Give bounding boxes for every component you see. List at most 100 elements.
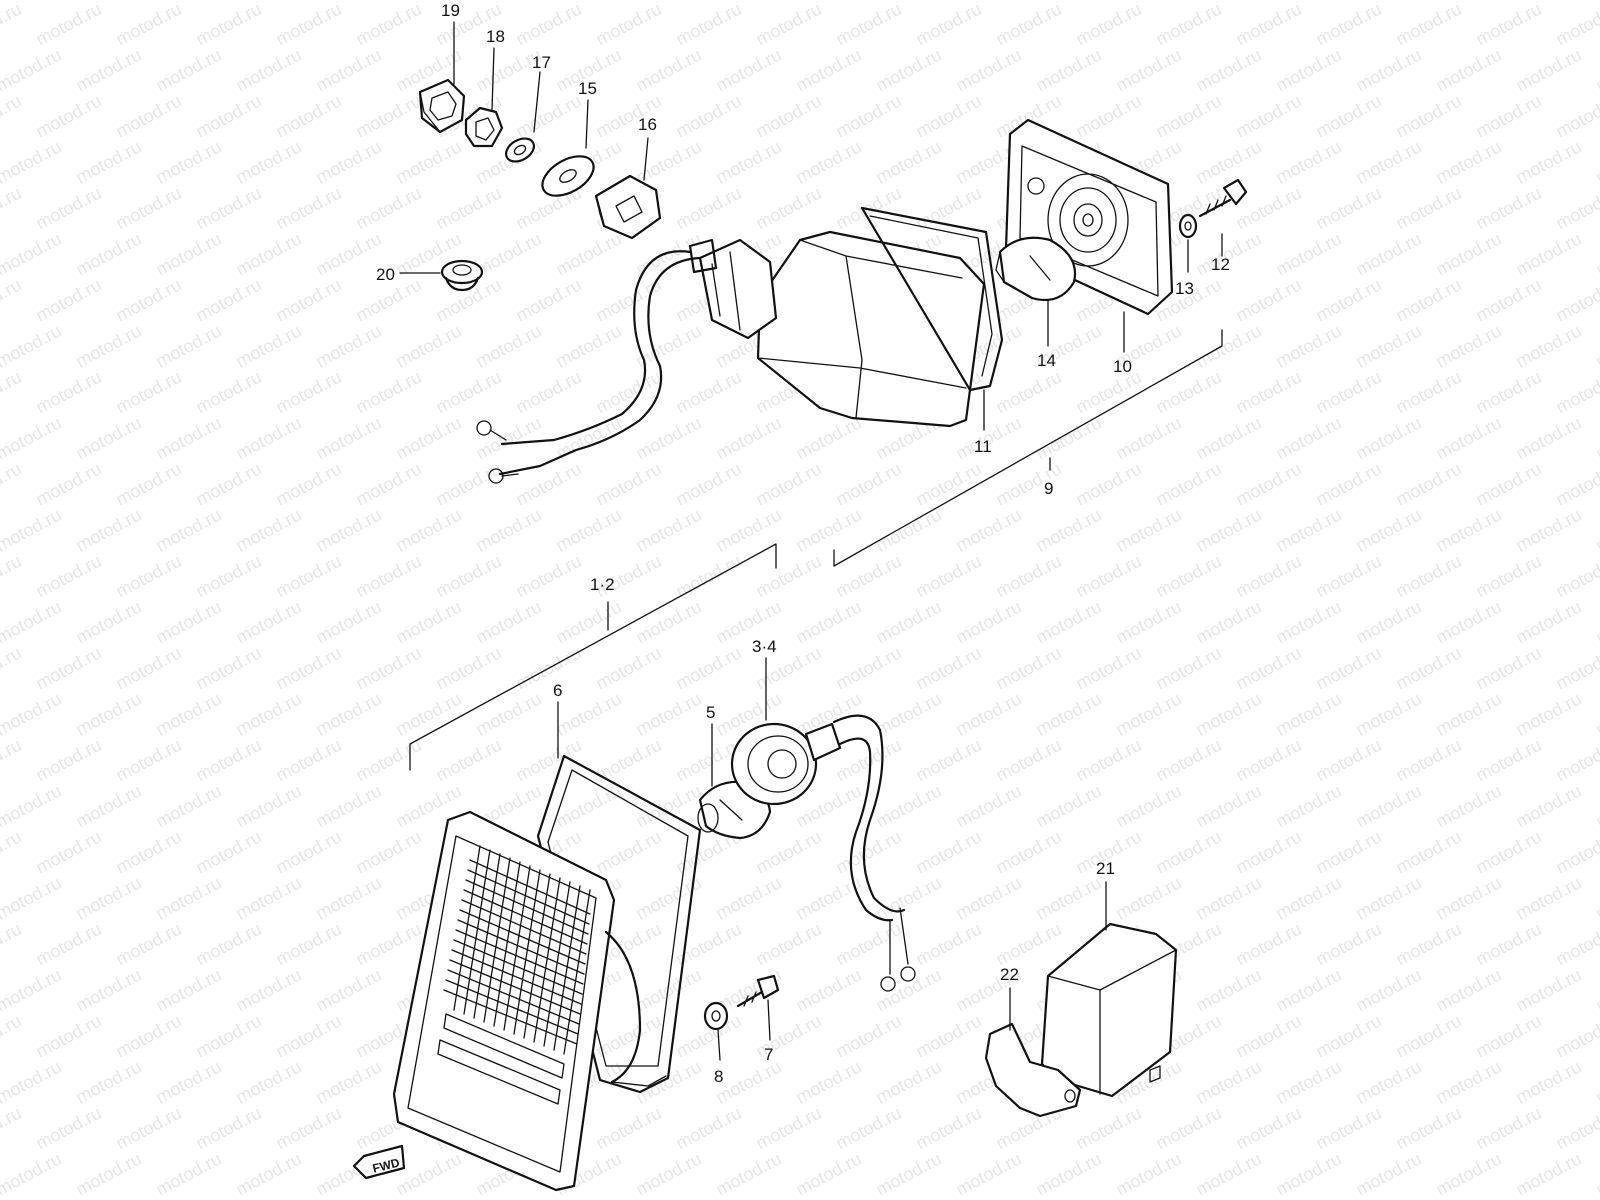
watermark-text: motod.ru — [592, 0, 664, 50]
label-7: 7 — [764, 1045, 773, 1064]
watermark-text: motod.ru — [232, 689, 304, 740]
watermark-text: motod.ru — [1512, 0, 1584, 4]
watermark-text: motod.ru — [1112, 781, 1184, 832]
watermark-text: motod.ru — [72, 873, 144, 924]
watermark-text: motod.ru — [712, 0, 784, 4]
watermark-text: motod.ru — [1432, 0, 1504, 4]
watermark-text: motod.ru — [1352, 45, 1424, 96]
watermark-text: motod.ru — [1552, 367, 1600, 418]
watermark-text: motod.ru — [1472, 1011, 1544, 1062]
hatch-line — [523, 873, 551, 1039]
watermark-text: motod.ru — [1352, 1057, 1424, 1108]
watermark-text: motod.ru — [1392, 367, 1464, 418]
watermark-text: motod.ru — [272, 735, 344, 786]
watermark-text: motod.ru — [952, 1149, 1024, 1200]
watermark-text: motod.ru — [0, 689, 65, 740]
watermark-text: motod.ru — [0, 229, 65, 280]
watermark-text: motod.ru — [1312, 459, 1384, 510]
watermark-text: motod.ru — [1352, 965, 1424, 1016]
watermark-text: motod.ru — [432, 735, 504, 786]
watermark-text: motod.ru — [152, 1149, 224, 1200]
watermark-text: motod.ru — [1192, 1057, 1264, 1108]
watermark-text: motod.ru — [152, 45, 224, 96]
watermark-text: motod.ru — [272, 0, 344, 50]
watermark-text: motod.ru — [1512, 413, 1584, 464]
watermark-text: motod.ru — [1392, 643, 1464, 694]
watermark-text: motod.ru — [752, 1103, 824, 1154]
label-19: 19 — [441, 1, 460, 20]
watermark-text: motod.ru — [472, 0, 544, 4]
watermark-text: motod.ru — [32, 551, 104, 602]
watermark-text: motod.ru — [1192, 965, 1264, 1016]
watermark-text: motod.ru — [832, 1103, 904, 1154]
label-11: 11 — [974, 437, 992, 456]
watermark-text: motod.ru — [72, 229, 144, 280]
watermark-text: motod.ru — [1032, 689, 1104, 740]
watermark-text: motod.ru — [192, 643, 264, 694]
watermark-text: motod.ru — [1352, 597, 1424, 648]
part-labels: 19 18 17 15 16 20 12 13 14 10 11 9 1·2 3… — [376, 1, 1230, 1086]
watermark-text: motod.ru — [112, 367, 184, 418]
watermark-text: motod.ru — [1312, 367, 1384, 418]
watermark-text: motod.ru — [872, 1149, 944, 1200]
watermark-text: motod.ru — [352, 643, 424, 694]
watermark-text: motod.ru — [712, 1149, 784, 1200]
watermark-text: motod.ru — [232, 965, 304, 1016]
watermark-text: motod.ru — [1192, 1149, 1264, 1200]
watermark-text: motod.ru — [1352, 413, 1424, 464]
watermark-text: motod.ru — [792, 1057, 864, 1108]
part-1-2-lens — [392, 810, 667, 1192]
label-9: 9 — [1044, 479, 1053, 498]
watermark-text: motod.ru — [1072, 735, 1144, 786]
watermark-text: motod.ru — [1592, 873, 1600, 924]
watermark-text: motod.ru — [192, 275, 264, 326]
watermark-text: motod.ru — [592, 1103, 664, 1154]
watermark-text: motod.ru — [1272, 321, 1344, 372]
watermark-text: motod.ru — [592, 275, 664, 326]
watermark-text: motod.ru — [1112, 0, 1184, 4]
watermark-text: motod.ru — [1392, 735, 1464, 786]
watermark-text: motod.ru — [952, 0, 1024, 4]
watermark-text: motod.ru — [1512, 321, 1584, 372]
watermark-text: motod.ru — [72, 965, 144, 1016]
watermark-text: motod.ru — [1592, 229, 1600, 280]
watermark-text: motod.ru — [72, 45, 144, 96]
watermark-text: motod.ru — [112, 1103, 184, 1154]
watermark-text: motod.ru — [872, 689, 944, 740]
watermark-text: motod.ru — [792, 413, 864, 464]
watermark-text: motod.ru — [1592, 1149, 1600, 1200]
watermark-text: motod.ru — [952, 45, 1024, 96]
watermark-text: motod.ru — [312, 689, 384, 740]
watermark-text: motod.ru — [1192, 321, 1264, 372]
watermark-text: motod.ru — [912, 1103, 984, 1154]
watermark-text: motod.ru — [512, 551, 584, 602]
watermark-text: motod.ru — [1112, 873, 1184, 924]
watermark-text: motod.ru — [1512, 597, 1584, 648]
watermark-text: motod.ru — [992, 735, 1064, 786]
watermark-text: motod.ru — [1032, 505, 1104, 556]
watermark-text: motod.ru — [1312, 183, 1384, 234]
watermark-text: motod.ru — [1392, 1011, 1464, 1062]
watermark-text: motod.ru — [872, 45, 944, 96]
watermark-text: motod.ru — [912, 183, 984, 234]
watermark-text: motod.ru — [152, 781, 224, 832]
watermark-text: motod.ru — [1112, 689, 1184, 740]
watermark-text: motod.ru — [1152, 91, 1224, 142]
watermark-text: motod.ru — [1272, 1057, 1344, 1108]
watermark-text: motod.ru — [1192, 0, 1264, 4]
hatch-line — [473, 853, 501, 1019]
watermark-text: motod.ru — [312, 505, 384, 556]
watermark-text: motod.ru — [912, 1011, 984, 1062]
watermark-text: motod.ru — [1072, 643, 1144, 694]
watermark-text: motod.ru — [0, 735, 25, 786]
watermark-text: motod.ru — [152, 137, 224, 188]
watermark-text: motod.ru — [592, 367, 664, 418]
watermark-text: motod.ru — [392, 137, 464, 188]
watermark-text: motod.ru — [1592, 1057, 1600, 1108]
watermark-text: motod.ru — [552, 597, 624, 648]
watermark-text: motod.ru — [312, 137, 384, 188]
watermark-text: motod.ru — [72, 413, 144, 464]
watermark-text: motod.ru — [1032, 0, 1104, 4]
watermark-text: motod.ru — [1272, 0, 1344, 4]
